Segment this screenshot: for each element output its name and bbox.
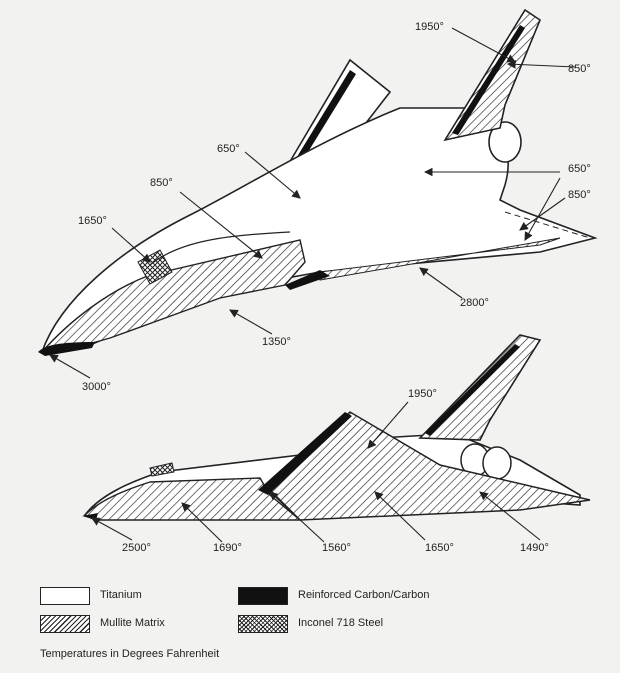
label-lower-1690: 1690°: [213, 542, 242, 554]
lower-temperature-labels: 1950° 2500° 1690° 1560° 1650° 1490°: [122, 388, 549, 554]
lower-inconel-patch: [149, 462, 175, 477]
upper-wing-black-edge: [285, 270, 330, 290]
label-lower-1650: 1650°: [425, 542, 454, 554]
upper-underside-hatch: [40, 239, 306, 353]
label-upper-2800: 2800°: [460, 297, 489, 309]
label-upper-850-tail: 850°: [568, 63, 591, 75]
legend-label-inconel: Inconel 718 Steel: [298, 617, 384, 629]
upper-callouts: [49, 27, 576, 379]
lower-body-hatch: [83, 477, 302, 521]
lower-aircraft: [82, 334, 591, 521]
legend-swatch-inconel: [238, 615, 288, 633]
legend-label-mullite: Mullite Matrix: [100, 617, 165, 629]
upper-aircraft: [38, 8, 598, 356]
legend-swatch-mullite: [40, 615, 90, 633]
lower-engine-nozzle-right: [482, 446, 512, 480]
legend-label-carbon: Reinforced Carbon/Carbon: [298, 589, 430, 601]
aircraft-drawing: 1950° 850° 650° 650° 850° 850° 1650° 280…: [38, 8, 598, 554]
label-upper-650-body: 650°: [217, 143, 240, 155]
label-lower-2500: 2500°: [122, 542, 151, 554]
label-lower-1490: 1490°: [520, 542, 549, 554]
legend-swatch-titanium: [40, 587, 90, 605]
upper-engine-pod: [488, 121, 522, 163]
label-upper-3000: 3000°: [82, 381, 111, 393]
label-upper-850-right: 850°: [568, 189, 591, 201]
label-upper-1950: 1950°: [415, 21, 444, 33]
label-lower-1950: 1950°: [408, 388, 437, 400]
upper-temperature-labels: 1950° 850° 650° 650° 850° 850° 1650° 280…: [78, 21, 591, 393]
legend-swatch-carbon: [238, 587, 288, 605]
label-upper-850-mid: 850°: [150, 177, 173, 189]
lower-wing-black-edge: [258, 412, 352, 495]
lower-callouts: [91, 401, 541, 543]
upper-nose-tip: [38, 342, 95, 356]
label-upper-1350: 1350°: [262, 336, 291, 348]
label-upper-1650: 1650°: [78, 215, 107, 227]
footnote-units: Temperatures in Degrees Fahrenheit: [40, 648, 220, 660]
label-upper-650-right: 650°: [568, 163, 591, 175]
label-lower-1560: 1560°: [322, 542, 351, 554]
legend-label-titanium: Titanium: [100, 589, 142, 601]
